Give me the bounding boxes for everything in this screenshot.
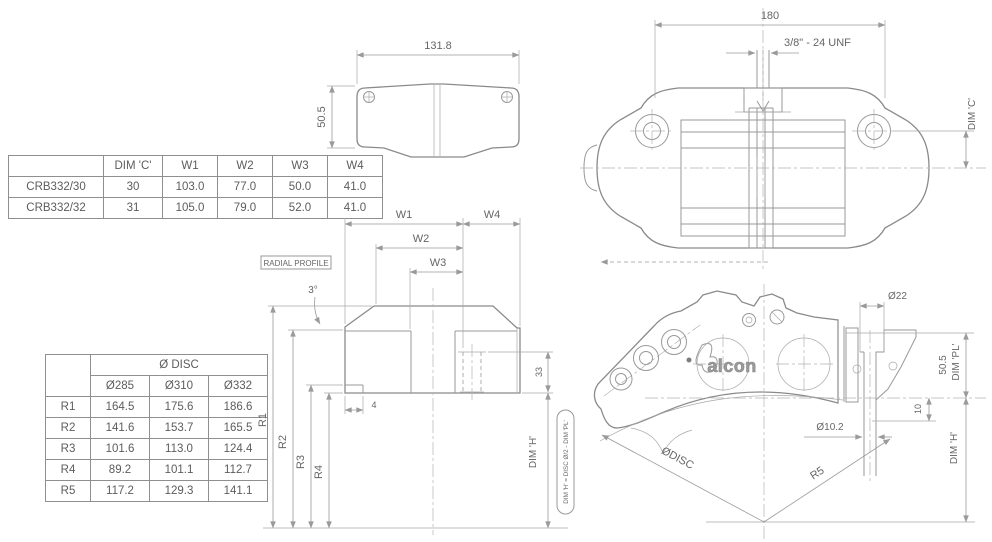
dim-w2-label: W2 bbox=[413, 233, 430, 245]
plan-width-dim-label: 180 bbox=[761, 10, 779, 22]
bleed-screw bbox=[742, 313, 756, 327]
spec-row: CRB332/32 31 105.0 79.0 52.0 41.0 bbox=[8, 197, 383, 219]
spec-cell: 41.0 bbox=[327, 197, 383, 219]
dim-angle-label: 3° bbox=[308, 285, 318, 296]
radii-row: R4 89.2 101.1 112.7 bbox=[45, 459, 268, 481]
caliper-bolt bbox=[633, 345, 659, 371]
radii-row: R5 117.2 129.3 141.1 bbox=[45, 480, 268, 502]
dim-h-formula: DIM 'H' = DISC Ø/2 - DIM 'PL' bbox=[563, 420, 570, 503]
spec-cell: 41.0 bbox=[327, 176, 383, 198]
radii-col-header: Ø285 bbox=[90, 375, 150, 397]
dim-step-label: 4 bbox=[371, 400, 376, 410]
caliper-side-view: alcon Ø22 Ø10.2 10 bbox=[593, 284, 986, 540]
caliper-plan-view: 180 3/8" - 24 UNF DIM 'C' bbox=[580, 8, 986, 272]
pivot-dot bbox=[686, 357, 692, 363]
dim-r4-label: R4 bbox=[313, 465, 325, 479]
spec-cell: 79.0 bbox=[217, 197, 273, 219]
plan-dim-c-label: DIM 'C' bbox=[967, 98, 978, 130]
dim-r3-label: R3 bbox=[295, 455, 307, 469]
offset-dim-label: 10 bbox=[913, 404, 923, 414]
radii-group-header-row: Ø DISC bbox=[45, 354, 268, 397]
radial-profile-title-box bbox=[260, 255, 332, 270]
radii-cell: 186.6 bbox=[208, 396, 268, 418]
radii-label-cell: R3 bbox=[45, 438, 91, 460]
radii-cell: 117.2 bbox=[90, 480, 150, 502]
dim-w1-label: W1 bbox=[396, 209, 413, 221]
radii-cell: 101.1 bbox=[149, 459, 209, 481]
radii-row: R3 101.6 113.0 124.4 bbox=[45, 438, 268, 460]
bore-dim-label: Ø22 bbox=[888, 291, 907, 302]
hole-dim-label: Ø10.2 bbox=[816, 422, 844, 433]
dim-w4-label: W4 bbox=[484, 209, 501, 221]
radii-cell: 129.3 bbox=[149, 480, 209, 502]
thread-spec-label: 3/8" - 24 UNF bbox=[784, 37, 851, 49]
spec-cell: 103.0 bbox=[162, 176, 218, 198]
radii-cell: 124.4 bbox=[208, 438, 268, 460]
radii-group-header: Ø DISC bbox=[90, 354, 268, 376]
radii-col-header: Ø310 bbox=[149, 375, 209, 397]
spec-model-cell: CRB332/32 bbox=[8, 197, 104, 219]
radii-cell: 141.1 bbox=[208, 480, 268, 502]
spec-header-cell bbox=[8, 155, 104, 177]
spec-header-row: DIM 'C' W1 W2 W3 W4 bbox=[8, 155, 383, 177]
dim-w3-label: W3 bbox=[430, 257, 447, 269]
slotted-screw bbox=[769, 309, 785, 325]
spec-table: DIM 'C' W1 W2 W3 W4 CRB332/30 30 103.0 7… bbox=[8, 155, 383, 219]
dim-pl-label: DIM 'PL' bbox=[951, 343, 962, 380]
disc-radii-table: Ø DISC Ø285 Ø310 Ø332 R1 164.5 175.6 186… bbox=[45, 354, 268, 502]
radii-cell: 101.6 bbox=[90, 438, 150, 460]
spec-cell: 77.0 bbox=[217, 176, 273, 198]
radii-cell: 165.5 bbox=[208, 417, 268, 439]
caliper-bolt bbox=[661, 329, 687, 355]
side-dim-h-label: DIM 'H' bbox=[949, 432, 960, 464]
radial-profile-view: RADIAL PROFILE W1 bbox=[257, 209, 575, 535]
radii-row: R2 141.6 153.7 165.5 bbox=[45, 417, 268, 439]
lug-section-hatch bbox=[875, 329, 917, 402]
dim-r2-label: R2 bbox=[277, 435, 289, 449]
caliper-bolt bbox=[609, 367, 633, 391]
radii-label-cell: R5 bbox=[45, 480, 91, 502]
dim-h-formula-capsule: DIM 'H' = DISC Ø/2 - DIM 'PL' bbox=[556, 409, 575, 515]
radii-cell: 175.6 bbox=[149, 396, 209, 418]
spec-header-cell: W2 bbox=[217, 155, 273, 177]
spec-cell: 31 bbox=[103, 197, 163, 219]
radii-cell: 112.7 bbox=[208, 459, 268, 481]
pad-width-dim-label: 131.8 bbox=[424, 40, 452, 52]
spec-header-cell: W4 bbox=[327, 155, 383, 177]
dim-r1-label: R1 bbox=[257, 413, 269, 427]
radii-cell: 89.2 bbox=[90, 459, 150, 481]
pad-depth-dim-label: 50.5 bbox=[938, 355, 949, 375]
dim-hole-depth-label: 33 bbox=[534, 367, 544, 377]
profile-dim-h-label: DIM 'H' bbox=[528, 436, 539, 468]
disc-dim-label: ØDISC bbox=[659, 445, 695, 472]
spec-header-cell: DIM 'C' bbox=[103, 155, 163, 177]
spec-cell: 105.0 bbox=[162, 197, 218, 219]
pad-height-dim-label: 50.5 bbox=[316, 106, 328, 127]
radii-col-header-row: Ø285 Ø310 Ø332 bbox=[46, 375, 268, 397]
disc-section-hatch bbox=[845, 327, 859, 403]
radii-cell: 113.0 bbox=[149, 438, 209, 460]
alcon-logo: alcon bbox=[707, 356, 757, 376]
radii-row: R1 164.5 175.6 186.6 bbox=[45, 396, 268, 418]
radii-corner-cell bbox=[45, 354, 91, 397]
radii-col-header: Ø332 bbox=[208, 375, 268, 397]
radii-cell: 141.6 bbox=[90, 417, 150, 439]
r5-dim-label: R5 bbox=[808, 465, 826, 483]
spec-cell: 52.0 bbox=[272, 197, 328, 219]
brake-pad-view: 131.8 50.5 bbox=[316, 40, 520, 158]
radial-profile-title: RADIAL PROFILE bbox=[263, 259, 328, 268]
